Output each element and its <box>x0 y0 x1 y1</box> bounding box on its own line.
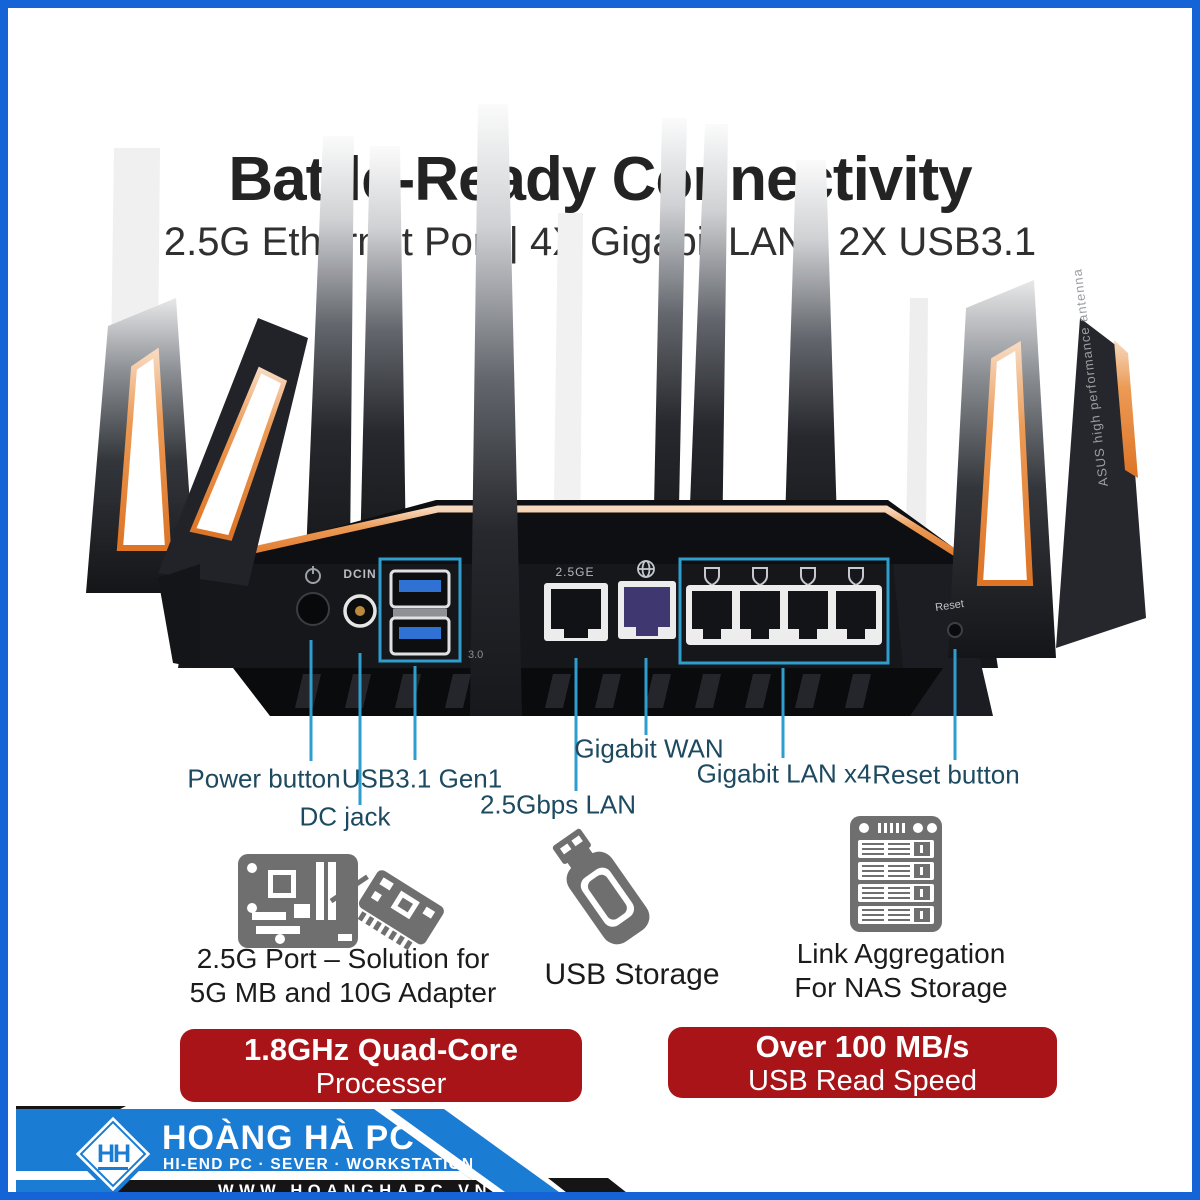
usb-drive-icon <box>552 828 650 945</box>
banner-line1: Over 100 MB/s <box>755 1028 970 1064</box>
nas-server-icon <box>850 816 942 932</box>
brand-logo: HH <box>70 1111 156 1192</box>
right-antenna-cluster: ASUS high performance antenna <box>948 267 1146 658</box>
caption-line: USB Storage <box>544 958 720 991</box>
front-antenna <box>470 104 522 716</box>
footer-blue-stripe <box>390 1109 559 1192</box>
cpu-banner: 1.8GHz Quad-Core Processer <box>180 1029 582 1102</box>
usb30-marking: 3.0 <box>468 649 483 661</box>
callout-label-lan: Gigabit LAN x4 <box>696 758 872 789</box>
brand-website: WWW.HOANGHAPC.VN <box>218 1182 492 1200</box>
router-photo: ASUS high performance antenna DCIN <box>86 104 1146 805</box>
callout-label-wan: Gigabit WAN <box>574 733 724 764</box>
banner-line2: Processer <box>315 1067 447 1100</box>
footer-black-band-2 <box>548 1178 626 1192</box>
eth25-marking: 2.5GE <box>555 565 594 579</box>
callout-lines <box>309 640 957 805</box>
caption-line: Link Aggregation <box>796 938 1006 969</box>
caption-line: 5G MB and 10G Adapter <box>189 977 497 1008</box>
dcin-marking: DCIN <box>343 567 376 581</box>
footer-brand-bar: HH HOÀNG HÀ PC HI-END PC · SEVER · WORKS… <box>16 1106 626 1200</box>
power-button <box>296 566 330 626</box>
wan-port <box>618 560 676 639</box>
router-base <box>233 668 943 716</box>
usb-speed-banner: Over 100 MB/s USB Read Speed <box>668 1027 1057 1098</box>
logo-monogram: HH <box>97 1140 130 1168</box>
caption-line: For NAS Storage <box>794 972 1008 1003</box>
page-subtitle: 2.5G Ethernet Port | 4X Gigabit LAN | 2X… <box>163 220 1037 264</box>
banner-line2: USB Read Speed <box>748 1064 977 1097</box>
usb-ports: 3.0 <box>389 569 483 661</box>
reset-button: Reset <box>935 598 965 638</box>
orange-accent-stripe <box>203 505 972 565</box>
ports-panel: DCIN 3.0 2.5GE <box>296 557 965 665</box>
feature-caption-eth: 2.5G Port – Solution for 5G MB and 10G A… <box>190 942 497 1010</box>
motherboard-and-adapter-icon <box>238 854 444 951</box>
globe-icon <box>637 560 655 578</box>
left-antenna-cluster <box>86 298 308 668</box>
brand-name: HOÀNG HÀ PC <box>162 1119 415 1157</box>
callout-label-usb: USB3.1 Gen1 <box>341 763 503 794</box>
usb-highlight-box <box>378 557 462 663</box>
banner-line1: 1.8GHz Quad-Core <box>244 1031 518 1067</box>
dc-jack: DCIN <box>343 567 377 628</box>
caption-line: 2.5G Port – Solution for <box>196 943 490 974</box>
feature-caption-nas: Link Aggregation For NAS Storage <box>794 937 1007 1005</box>
lan-ports <box>686 567 882 645</box>
footer-black-band <box>110 1180 493 1192</box>
reset-marking: Reset <box>935 598 965 614</box>
brand-tagline: HI-END PC · SEVER · WORKSTATION <box>163 1156 474 1173</box>
eth-2-5g-port: 2.5GE <box>544 565 608 641</box>
callout-label-power: Power button <box>187 763 341 794</box>
feature-caption-usb: USB Storage <box>544 958 719 992</box>
callout-label-dc: DC jack <box>299 801 391 832</box>
callout-label-eth25: 2.5Gbps LAN <box>479 789 637 820</box>
callout-label-reset: Reset button <box>872 759 1020 790</box>
lan-highlight-box <box>678 557 890 665</box>
rear-antennas <box>306 118 838 556</box>
